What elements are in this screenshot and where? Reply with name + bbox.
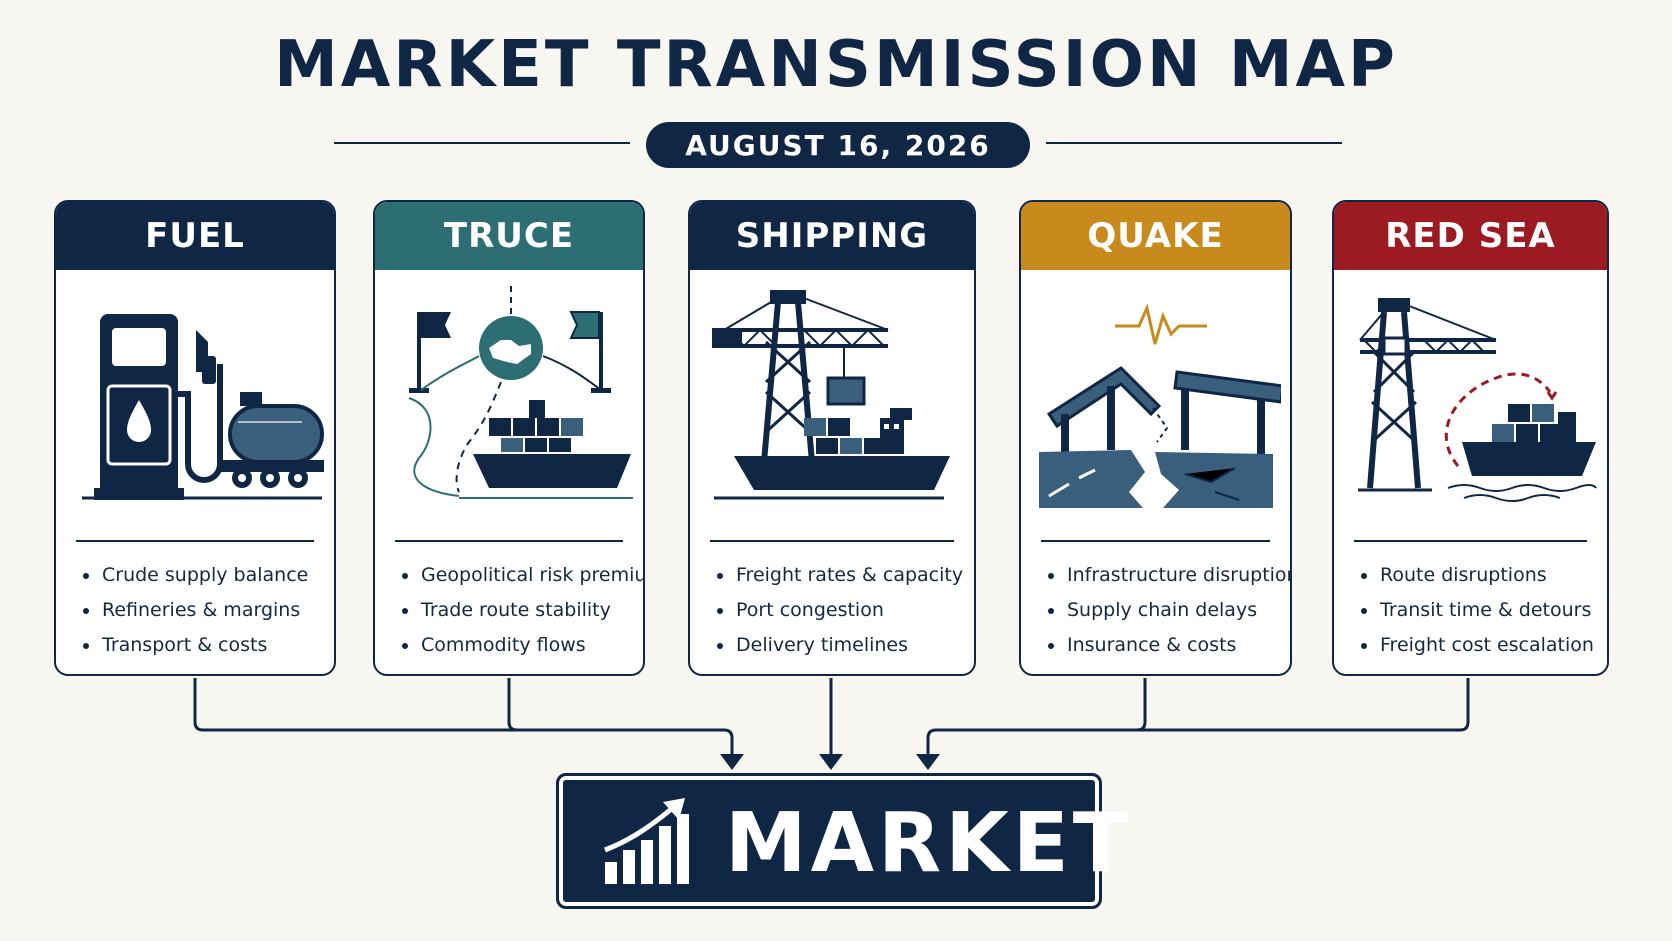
list-item: Trade route stability bbox=[397, 593, 637, 628]
list-item: Crude supply balance bbox=[78, 558, 328, 593]
card-shipping: SHIPPING Freight rates & capacity Port c… bbox=[688, 200, 976, 676]
connector-fuel bbox=[193, 678, 734, 756]
list-item: Route disruptions bbox=[1356, 558, 1601, 593]
growth-chart-icon bbox=[604, 798, 689, 884]
crane-ship-detour-icon bbox=[1358, 298, 1597, 502]
card-quake: QUAKE Infrastructure disruption Supply c… bbox=[1019, 200, 1292, 676]
card-header: TRUCE bbox=[375, 202, 643, 270]
fuel-pump-tanker-icon bbox=[82, 314, 324, 500]
connector-quake bbox=[1136, 678, 1147, 732]
card-header: FUEL bbox=[56, 202, 334, 270]
list-item: Refineries & margins bbox=[78, 593, 328, 628]
date-divider-right bbox=[1046, 142, 1342, 144]
market-box: MARKET bbox=[556, 773, 1129, 909]
broken-bridge-seismic-icon bbox=[1039, 303, 1281, 508]
card-fuel: FUEL Crude supply balance Refineries & m… bbox=[54, 200, 336, 676]
list-item: Geopolitical risk premium bbox=[397, 558, 643, 593]
list-item: Port congestion bbox=[712, 593, 968, 628]
card-header: QUAKE bbox=[1021, 202, 1290, 270]
page-title: MARKET TRANSMISSION MAP bbox=[274, 28, 1398, 102]
arrow-head-right bbox=[916, 754, 940, 770]
list-item: Freight cost escalation bbox=[1356, 628, 1601, 663]
connector-red-sea bbox=[926, 678, 1470, 756]
list-item: Delivery timelines bbox=[712, 628, 968, 663]
card-bullet-list: Crude supply balance Refineries & margin… bbox=[78, 558, 328, 663]
card-header: SHIPPING bbox=[690, 202, 974, 270]
list-item: Transit time & detours bbox=[1356, 593, 1601, 628]
arrow-head-center bbox=[819, 754, 843, 770]
card-bullet-list: Freight rates & capacity Port congestion… bbox=[712, 558, 968, 663]
list-item: Supply chain delays bbox=[1043, 593, 1284, 628]
card-bullet-list: Infrastructure disruption Supply chain d… bbox=[1043, 558, 1290, 663]
list-item: Insurance & costs bbox=[1043, 628, 1284, 663]
list-item: Freight rates & capacity bbox=[712, 558, 968, 593]
card-divider bbox=[395, 540, 623, 542]
connector-truce bbox=[507, 678, 518, 732]
card-truce: TRUCE Geopolitical risk premium Trade ro… bbox=[373, 200, 645, 676]
market-label: MARKET bbox=[725, 796, 1133, 891]
list-item: Commodity flows bbox=[397, 628, 637, 663]
crane-container-ship-icon bbox=[712, 290, 950, 500]
handshake-flags-ship-icon bbox=[408, 286, 633, 499]
card-divider bbox=[1354, 540, 1587, 542]
card-divider bbox=[710, 540, 954, 542]
date-badge: AUGUST 16, 2026 bbox=[646, 122, 1030, 168]
list-item: Transport & costs bbox=[78, 628, 328, 663]
card-bullet-list: Route disruptions Transit time & detours… bbox=[1356, 558, 1601, 663]
card-red-sea: RED SEA Route disruptions Transit time &… bbox=[1332, 200, 1609, 676]
card-bullet-list: Geopolitical risk premium Trade route st… bbox=[397, 558, 643, 663]
card-divider bbox=[1041, 540, 1270, 542]
date-divider-left bbox=[334, 142, 630, 144]
arrow-head-left bbox=[720, 754, 744, 770]
card-divider bbox=[76, 540, 314, 542]
card-header: RED SEA bbox=[1334, 202, 1607, 270]
list-item: Infrastructure disruption bbox=[1043, 558, 1290, 593]
